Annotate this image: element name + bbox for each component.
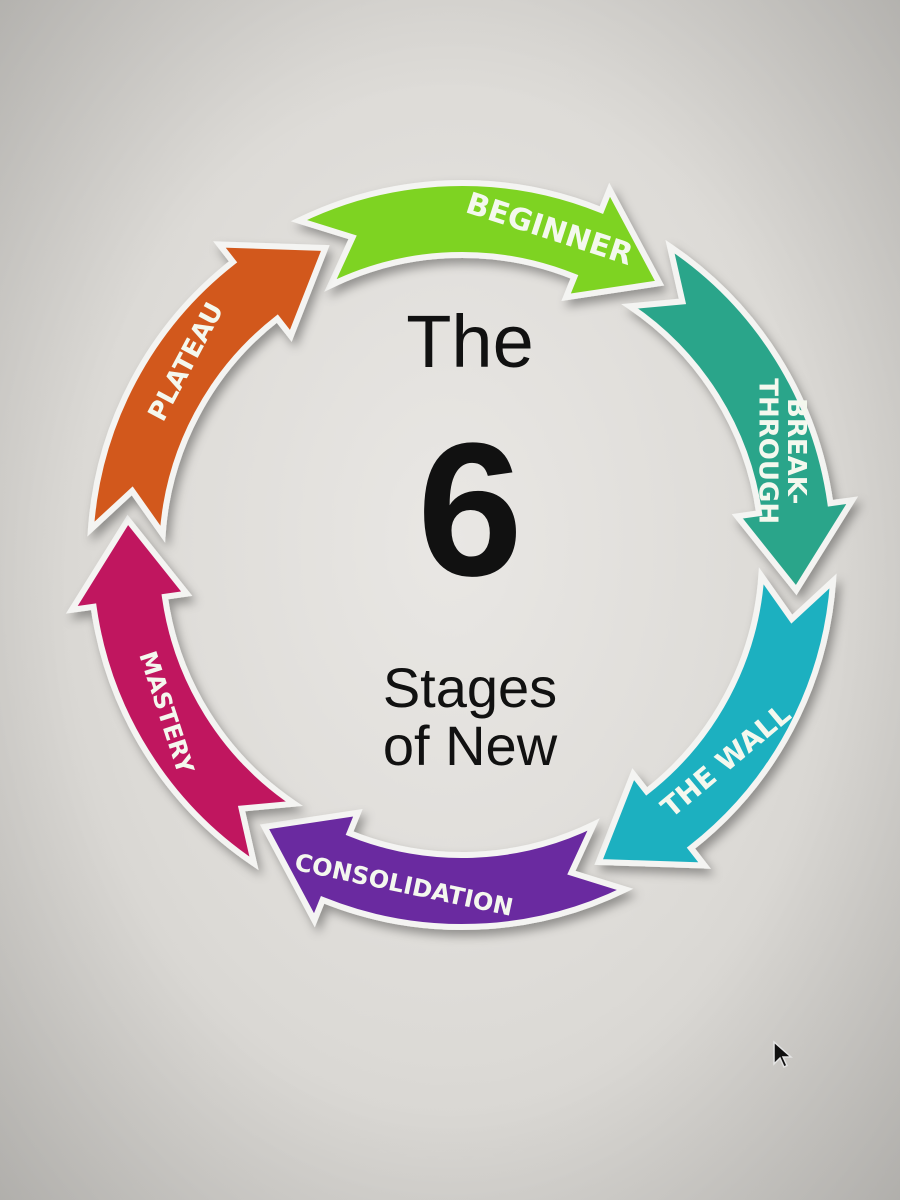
stage-arrow-6 <box>87 241 330 543</box>
stage-label-2: BREAK-THROUGH <box>753 378 812 524</box>
stage-arrow-1 <box>290 179 665 301</box>
stage-arrow-4 <box>259 809 634 931</box>
stage-arrow-2 <box>621 239 859 596</box>
stage-arrow-5 <box>65 514 303 871</box>
stage-arrow-3 <box>594 567 837 869</box>
title-stages: Stages <box>382 656 558 719</box>
mouse-pointer-icon <box>772 1040 794 1075</box>
title-of-new: of New <box>382 714 558 777</box>
title-the: The <box>406 300 534 383</box>
title-number: 6 <box>417 404 523 616</box>
